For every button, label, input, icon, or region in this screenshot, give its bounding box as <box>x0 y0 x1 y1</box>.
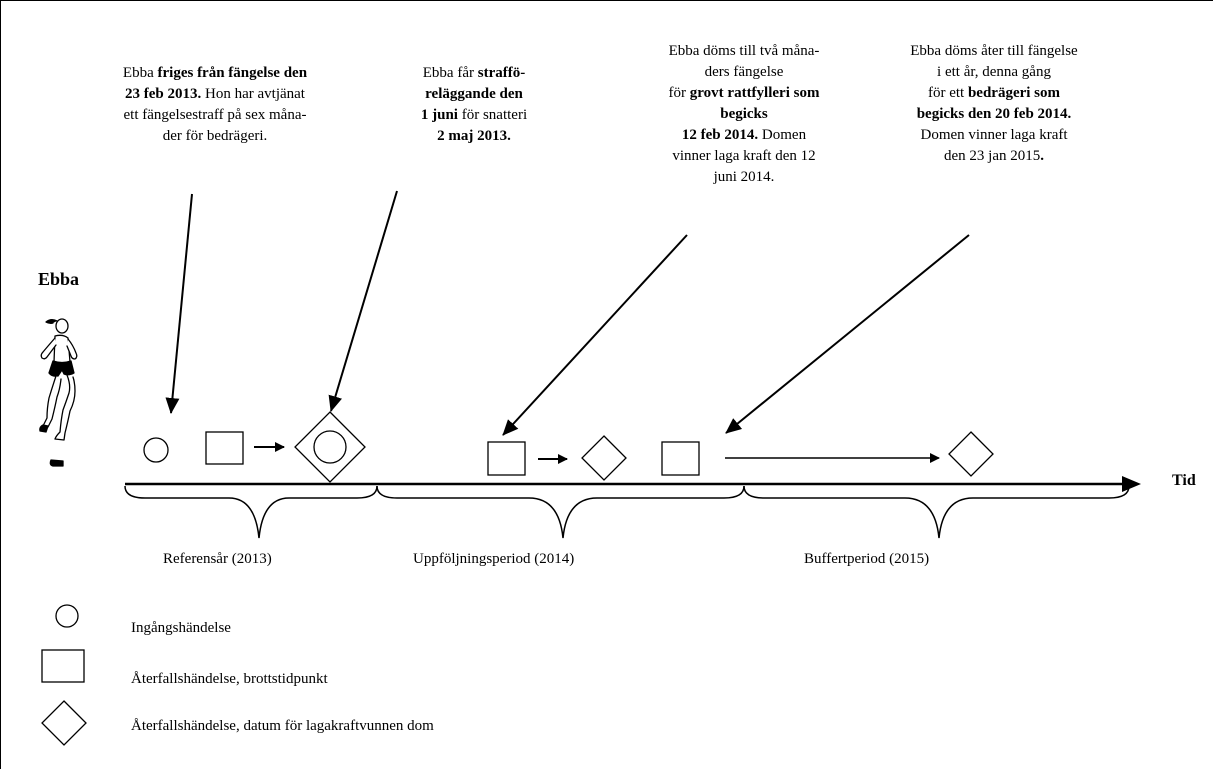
annotation-line: i ett år, denna gång <box>869 62 1119 83</box>
annotation-line: begicks <box>619 104 869 125</box>
annotation-drunk-driving: Ebba döms till två måna-ders fängelse för… <box>619 41 869 188</box>
annotation-text-run: för ett <box>927 85 968 101</box>
annotation-line: 1 juni för snatteri <box>377 105 571 126</box>
annotation-line: begicks den 20 feb 2014. <box>869 104 1119 125</box>
entry-event-circle <box>143 437 169 463</box>
annotation-line: vinner laga kraft den 12 <box>619 146 869 167</box>
annotation-line: ders fängelse <box>619 62 869 83</box>
runner-icon <box>39 318 78 467</box>
annotation-line: den 23 jan 2015. <box>869 146 1119 167</box>
annotation-text-run: för snatteri <box>457 107 528 123</box>
annotation-text-run: 12 feb 2014. <box>681 127 759 143</box>
annotation-text-run: bedrägeri som <box>967 85 1061 101</box>
annotation-text-run: begicks den 20 feb 2014. <box>916 106 1072 122</box>
annotation-shoplifting: Ebba får straffö-reläggande den 1 juni fö… <box>377 63 571 147</box>
annotation-text-run: Ebba får <box>422 65 478 81</box>
annotation-fraud: Ebba döms åter till fängelse i ett år, de… <box>869 41 1119 167</box>
annotation-line: 23 feb 2013. Hon har avtjänat <box>63 84 367 105</box>
legend-diamond-icon <box>41 700 87 746</box>
annotation-text-run: straffö- <box>477 65 526 81</box>
verdict-date-diamond <box>294 411 366 483</box>
annotation-text-run: 23 feb 2013. <box>125 86 202 102</box>
annotation-text-run: begicks <box>720 106 768 122</box>
annotation-text-run: Ebba döms till två måna- <box>668 43 820 59</box>
brace-followup <box>376 485 745 539</box>
period-label-followup: Uppföljningsperiod (2014) <box>413 551 575 567</box>
verdict-date-diamond <box>948 431 994 477</box>
entry-event-circle <box>313 430 347 464</box>
annotation-text-run: 2 maj 2013. <box>437 128 511 144</box>
legend-label-square: Återfallshändelse, brottstidpunkt <box>131 671 328 687</box>
annotation-text-run: ders fängelse <box>704 64 784 80</box>
annotation-line: 12 feb 2014. Domen <box>619 125 869 146</box>
annotation-text-run: 1 juni <box>420 107 458 123</box>
annotation-text-run: Ebba döms åter till fängelse <box>910 43 1078 59</box>
legend-square-icon <box>41 649 85 683</box>
annotation-line: reläggande den <box>377 84 571 105</box>
annotation-text-run: . <box>1040 148 1044 164</box>
crime-date-square <box>205 431 244 465</box>
annotation-line: Ebba får straffö- <box>377 63 571 84</box>
annotation-line: för grovt rattfylleri som <box>619 83 869 104</box>
annotation-text-run: ett fängelsestraff på sex måna- <box>123 107 307 123</box>
annotation-line: Ebba döms till två måna- <box>619 41 869 62</box>
annotation-text-run: Domen vinner laga kraft <box>920 127 1068 143</box>
annotation-line: Ebba friges från fängelse den <box>63 63 367 84</box>
verdict-date-diamond <box>581 435 627 481</box>
brace-reference <box>124 485 378 539</box>
legend-label-diamond: Återfallshändelse, datum för lagakraftvu… <box>131 718 434 734</box>
crime-date-square <box>487 441 526 476</box>
annotation-line: för ett bedrägeri som <box>869 83 1119 104</box>
person-name: Ebba <box>38 269 80 289</box>
annotation-text-run: friges från fängelse den <box>157 65 308 81</box>
annotation-line: Ebba döms åter till fängelse <box>869 41 1119 62</box>
period-label-reference: Referensår (2013) <box>163 551 272 567</box>
period-label-buffer: Buffertperiod (2015) <box>804 551 930 567</box>
legend-label-circle: Ingångshändelse <box>131 620 231 636</box>
annotation-line: juni 2014. <box>619 167 869 188</box>
annotation-line: ett fängelsestraff på sex måna- <box>63 105 367 126</box>
annotation-text-run: den 23 jan 2015 <box>944 148 1041 164</box>
crime-date-square <box>661 441 700 476</box>
annotation-text-run: Domen <box>758 127 807 143</box>
annotation-text-run: juni 2014. <box>713 169 775 185</box>
annotation-text-run: Hon har avtjänat <box>201 86 305 102</box>
annotation-line: 2 maj 2013. <box>377 126 571 147</box>
time-axis-label: Tid <box>1172 472 1196 489</box>
annotation-text-run: grovt rattfylleri som <box>689 85 820 101</box>
annotation-text-run: Ebba <box>122 65 158 81</box>
brace-buffer <box>743 485 1130 539</box>
annotation-text-run: der för bedrägeri. <box>162 128 268 144</box>
legend-circle-icon <box>55 604 79 628</box>
annotation-text-run: för <box>668 85 690 101</box>
annotation-line: der för bedrägeri. <box>63 126 367 147</box>
annotation-text-run: vinner laga kraft den 12 <box>672 148 816 164</box>
annotation-text-run: reläggande den <box>425 86 523 102</box>
annotation-line: Domen vinner laga kraft <box>869 125 1119 146</box>
annotation-text-run: i ett år, denna gång <box>937 64 1051 80</box>
